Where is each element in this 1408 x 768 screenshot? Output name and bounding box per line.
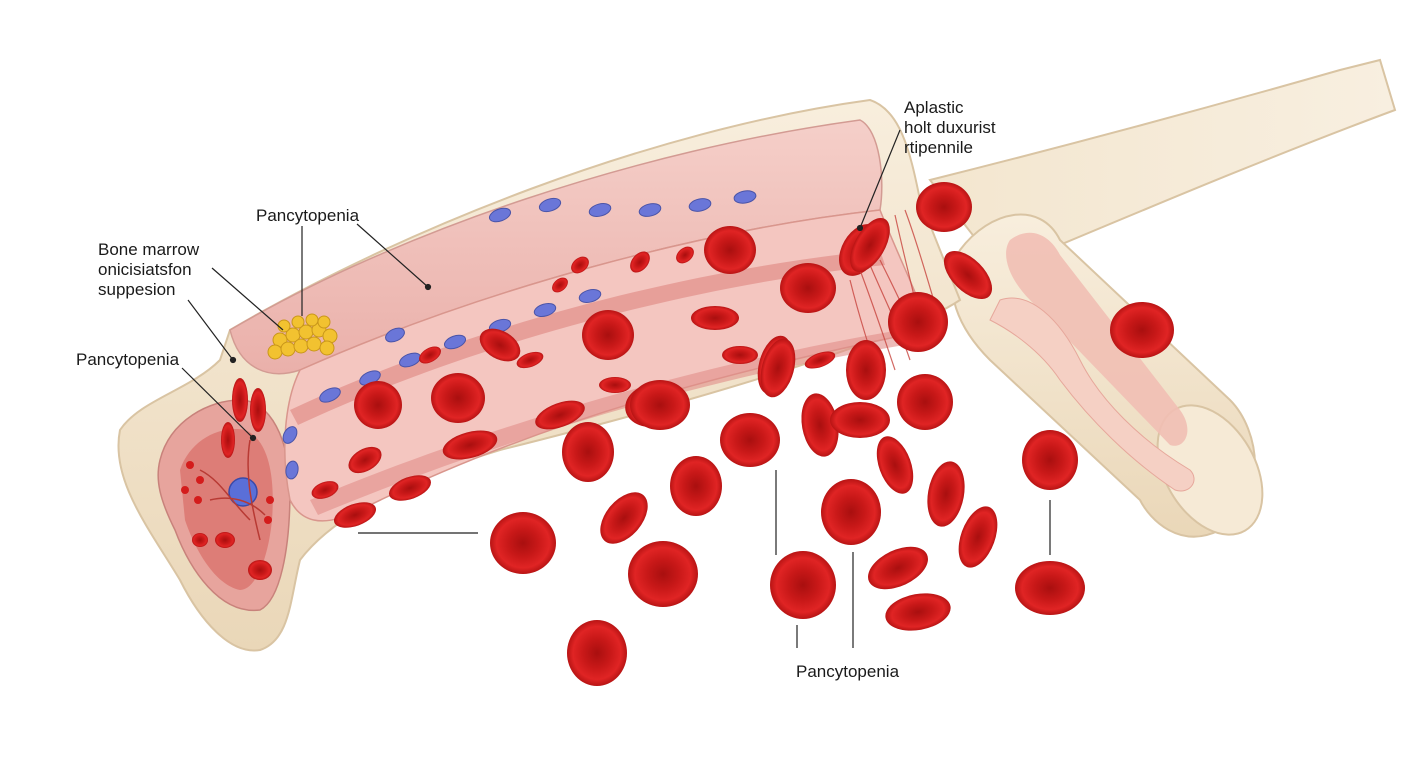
label-pancytopenia-left: Pancytopenia <box>76 350 180 369</box>
marrow-cavity-lower-band <box>310 330 905 515</box>
label-aplastic-line1: Aplastic <box>904 98 964 117</box>
fat-cell-cluster <box>267 313 338 360</box>
leader-lines <box>181 129 1051 648</box>
white-blood-cells <box>282 190 757 480</box>
bone-left-cut-inner <box>180 429 273 590</box>
label-pancytopenia-bottom: Pancytopenia <box>796 662 900 681</box>
label-bone-marrow-line2: onicisiatsfon <box>98 260 192 279</box>
label-aplastic: Aplastic holt duxurist rtipennile <box>904 98 996 158</box>
bone-segment-right-marrow <box>1006 232 1188 446</box>
label-aplastic-line3: rtipennile <box>904 138 973 157</box>
label-aplastic-line2: holt duxurist <box>904 118 996 137</box>
cut-face-small-cells <box>181 461 274 524</box>
bone-shaft-right <box>928 58 1397 272</box>
label-bone-marrow-line1: Bone marrow <box>98 240 200 259</box>
free-red-blood-cells <box>490 182 1174 686</box>
bone-segment-right-trabecula <box>989 297 1195 492</box>
cut-face-vessels <box>199 439 266 541</box>
marrow-cavity-vessel-band <box>290 250 885 425</box>
label-bone-marrow-suppression: Bone marrow onicisiatsfon suppesion <box>98 240 199 300</box>
label-pancytopenia-top: Pancytopenia <box>256 206 360 225</box>
label-bone-marrow-line3: suppesion <box>98 280 176 299</box>
